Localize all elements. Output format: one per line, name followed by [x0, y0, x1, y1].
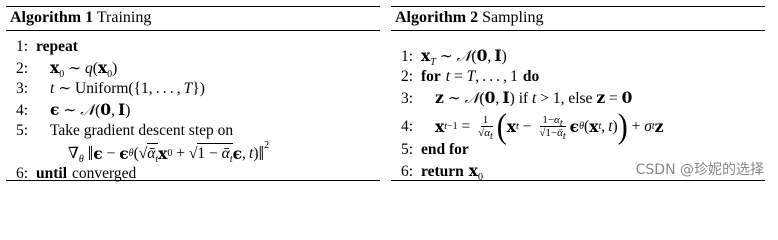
sample-epsilon-formula: ϵ ∼ 𝒩(0, I): [50, 100, 131, 119]
algo2-line-5: 5: end for: [400, 141, 469, 158]
repeat-keyword: repeat: [36, 38, 78, 55]
header-rule: [6, 30, 380, 31]
algorithm-1-label: Algorithm 1: [10, 9, 94, 26]
algorithm-1-box: Algorithm 1 Training 1: repeat 2: x0 ∼ q…: [6, 6, 380, 182]
algo1-line-4: 4: ϵ ∼ 𝒩(0, I): [15, 100, 131, 119]
algo2-line-2: 2: for t = T, . . . , 1 do: [400, 68, 540, 85]
sample-xT-formula: xT ∼ 𝒩(0, I): [421, 46, 507, 69]
top-rule: [391, 6, 765, 7]
algorithm-2-name: Sampling: [482, 9, 544, 26]
algo1-line-3: 3: t ∼ Uniform({1, . . . , T}): [15, 80, 205, 97]
sample-x0-formula: x0 ∼ q(x0): [50, 58, 118, 81]
algo1-line-5: 5: Take gradient descent step on: [15, 122, 234, 139]
algo1-line-2: 2: x0 ∼ q(x0): [15, 58, 118, 81]
algo1-line-1: 1: repeat: [15, 38, 78, 55]
algorithm-1-title: Algorithm 1 Training: [10, 9, 151, 27]
algo1-line-6: 6: until converged: [15, 165, 137, 182]
algorithm-2-title: Algorithm 2 Sampling: [395, 9, 543, 27]
algorithm-1-name: Training: [96, 9, 152, 26]
until-keyword: until: [36, 165, 68, 182]
sample-z-formula: z ∼ 𝒩(0, I) if t > 1, else z = 0: [435, 88, 633, 107]
watermark: CSDN @珍妮的选择: [635, 162, 764, 178]
top-rule: [6, 6, 380, 7]
algo2-line-6: 6: return x0: [400, 161, 484, 184]
sample-t-formula: t ∼ Uniform({1, . . . , T}): [50, 80, 205, 97]
algorithm-2-box: Algorithm 2 Sampling 1: xT ∼ 𝒩(0, I) 2: …: [391, 6, 765, 184]
header-rule: [391, 30, 765, 31]
algorithm-2-label: Algorithm 2: [395, 9, 479, 26]
algo2-line-1: 1: xT ∼ 𝒩(0, I): [400, 46, 507, 69]
bottom-rule: [391, 180, 765, 181]
bottom-rule: [6, 180, 380, 181]
loop-range: t = T, . . . , 1: [445, 68, 518, 85]
algo2-line-3: 3: z ∼ 𝒩(0, I) if t > 1, else z = 0: [400, 88, 633, 107]
return-value: x0: [468, 161, 484, 184]
